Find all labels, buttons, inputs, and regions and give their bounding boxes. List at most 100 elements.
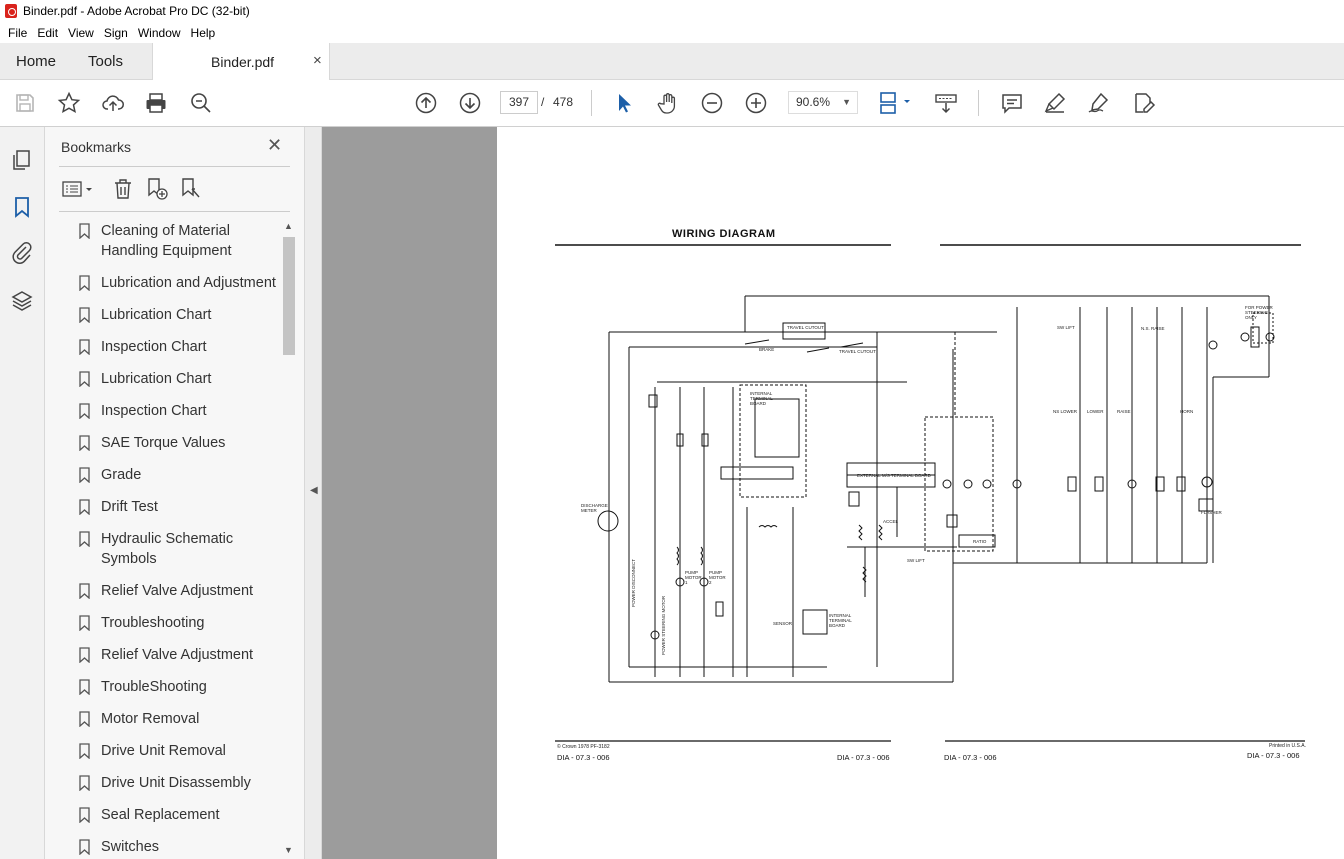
bookmark-item[interactable]: Relief Valve Adjustment xyxy=(59,645,281,665)
bookmark-label: Seal Replacement xyxy=(101,807,220,823)
bookmark-item[interactable]: Drive Unit Disassembly xyxy=(59,773,281,793)
bookmark-item[interactable]: Lubrication Chart xyxy=(59,369,281,389)
layers-icon[interactable] xyxy=(10,289,34,313)
select-cursor-icon[interactable] xyxy=(612,91,636,115)
bookmark-item[interactable]: Seal Replacement xyxy=(59,805,281,825)
bookmark-icon xyxy=(79,839,90,855)
bookmark-label: Switches xyxy=(101,839,160,855)
tab-bar: Home Tools Binder.pdf × xyxy=(0,43,1344,80)
hand-tool-icon[interactable] xyxy=(656,91,680,115)
zoom-in-icon[interactable] xyxy=(744,91,768,115)
window-title: Binder.pdf - Adobe Acrobat Pro DC (32-bi… xyxy=(23,4,250,18)
scroll-down-arrow-icon[interactable]: ▼ xyxy=(284,845,293,855)
print-icon[interactable] xyxy=(144,91,168,115)
previous-page-icon[interactable] xyxy=(414,91,438,115)
bookmark-icon xyxy=(79,223,90,239)
edit-pdf-icon[interactable] xyxy=(1132,91,1156,115)
divider xyxy=(59,166,290,167)
menubar: File Edit View Sign Window Help xyxy=(0,22,1344,43)
bookmark-item[interactable]: Drift Test xyxy=(59,497,281,517)
bookmark-icon xyxy=(79,339,90,355)
cloud-upload-icon[interactable] xyxy=(101,91,125,115)
scroll-mode-icon[interactable] xyxy=(934,91,958,115)
bookmark-item[interactable]: Inspection Chart xyxy=(59,337,281,357)
toolbar-divider xyxy=(591,90,592,116)
bookmarks-scrollbar[interactable]: ▲ ▼ xyxy=(281,221,296,859)
menu-edit[interactable]: Edit xyxy=(37,25,59,40)
bookmark-icon xyxy=(79,403,90,419)
diagram-label: POWER DISCONNECT xyxy=(631,558,636,607)
star-icon[interactable] xyxy=(57,91,81,115)
document-view[interactable]: WIRING DIAGRAM xyxy=(322,127,1344,859)
scroll-thumb[interactable] xyxy=(283,237,295,355)
bookmark-icon xyxy=(79,807,90,823)
bookmark-item[interactable]: Cleaning of Material Handling Equipment xyxy=(59,221,281,261)
bookmark-item[interactable]: Motor Removal xyxy=(59,709,281,729)
diagram-label: INTERNAL TERMINAL BOARD xyxy=(750,391,773,406)
total-pages: 478 xyxy=(553,95,574,109)
bookmark-item[interactable]: Drive Unit Removal xyxy=(59,741,281,761)
panel-splitter[interactable]: ◀ xyxy=(304,127,322,859)
next-page-icon[interactable] xyxy=(458,91,482,115)
page-display-icon[interactable] xyxy=(878,91,914,115)
sign-icon[interactable] xyxy=(1087,91,1111,115)
bookmark-icon xyxy=(79,775,90,791)
search-zoom-icon[interactable] xyxy=(189,91,213,115)
bookmark-label: Relief Valve Adjustment xyxy=(101,583,254,599)
scroll-up-arrow-icon[interactable]: ▲ xyxy=(284,221,293,231)
find-bookmark-icon[interactable] xyxy=(179,177,203,201)
bookmark-icon xyxy=(79,435,90,451)
tab-home[interactable]: Home xyxy=(16,53,57,70)
acrobat-app-icon xyxy=(5,4,17,18)
page-number-input[interactable]: 397 xyxy=(500,91,538,114)
bookmark-item[interactable]: Hydraulic Schematic Symbols xyxy=(59,529,281,569)
bookmark-item[interactable]: Relief Valve Adjustment xyxy=(59,581,281,601)
save-icon[interactable] xyxy=(13,91,37,115)
diagram-label: SENSOR xyxy=(773,621,793,626)
bookmark-icon xyxy=(79,743,90,759)
footer-code: DIA - 07.3 - 006 xyxy=(1247,751,1300,760)
menu-window[interactable]: Window xyxy=(137,25,181,40)
zoom-out-icon[interactable] xyxy=(700,91,724,115)
menu-view[interactable]: View xyxy=(68,25,94,40)
comment-icon[interactable] xyxy=(1000,91,1024,115)
menu-help[interactable]: Help xyxy=(190,25,216,40)
bookmark-item[interactable]: Switches xyxy=(59,837,281,857)
delete-icon[interactable] xyxy=(111,177,135,201)
menu-sign[interactable]: Sign xyxy=(103,25,128,40)
attachment-icon[interactable] xyxy=(10,241,34,265)
tab-close-button[interactable]: × xyxy=(313,52,322,69)
bookmark-label: Cleaning of Material Handling Equipment xyxy=(101,223,232,259)
collapse-panel-icon[interactable]: ◀ xyxy=(310,485,318,496)
diagram-label: EXTERNAL M/S TERMINAL BOARD xyxy=(857,473,931,478)
bookmarks-panel: Bookmarks ✕ Cleaning of Material Handlin… xyxy=(45,127,304,859)
tab-tools[interactable]: Tools xyxy=(88,53,124,70)
bookmark-icon xyxy=(79,307,90,323)
close-icon[interactable]: ✕ xyxy=(267,135,283,155)
new-bookmark-icon[interactable] xyxy=(145,177,169,201)
bookmark-item[interactable]: Grade xyxy=(59,465,281,485)
options-menu-icon[interactable] xyxy=(61,177,95,201)
tab-document[interactable]: Binder.pdf × xyxy=(152,43,330,80)
bookmark-item[interactable]: SAE Torque Values xyxy=(59,433,281,453)
page-thumbnails-icon[interactable] xyxy=(10,148,34,172)
bookmark-icon xyxy=(79,275,90,291)
highlight-pen-icon[interactable] xyxy=(1043,91,1067,115)
bookmark-item[interactable]: TroubleShooting xyxy=(59,677,281,697)
bookmark-item[interactable]: Inspection Chart xyxy=(59,401,281,421)
bookmark-label: Grade xyxy=(101,467,142,483)
zoom-value: 90.6% xyxy=(796,95,831,109)
zoom-dropdown[interactable]: 90.6% ▼ xyxy=(788,91,858,114)
tab-document-label: Binder.pdf xyxy=(211,54,275,70)
diagram-label: PUMP MOTOR 1 xyxy=(685,570,702,585)
bookmark-icon xyxy=(79,615,90,631)
bookmark-panel-icon[interactable] xyxy=(10,195,34,219)
diagram-label: POWER STEERING MOTOR xyxy=(661,595,666,655)
bookmark-label: Lubrication Chart xyxy=(101,307,212,323)
menu-file[interactable]: File xyxy=(8,25,28,40)
bookmark-label: Drift Test xyxy=(101,499,158,515)
bookmark-item[interactable]: Troubleshooting xyxy=(59,613,281,633)
bookmark-item[interactable]: Lubrication and Adjustment xyxy=(59,273,281,293)
bookmark-item[interactable]: Lubrication Chart xyxy=(59,305,281,325)
diagram-label: RATIO xyxy=(973,539,987,544)
